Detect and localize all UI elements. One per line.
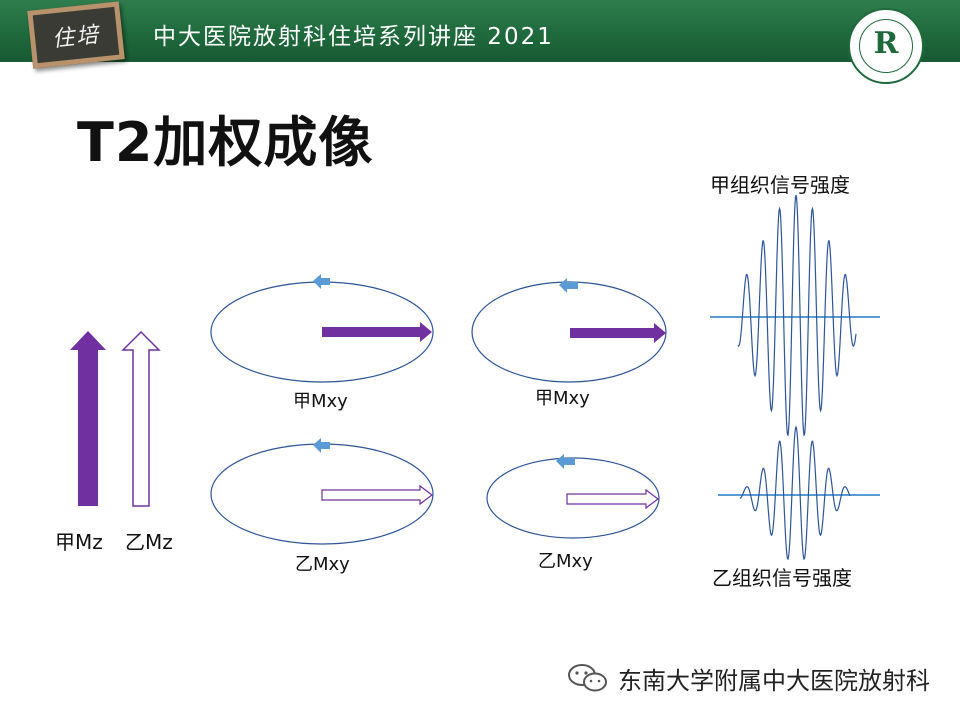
logo-letter: R <box>873 26 899 61</box>
footer-watermark: 东南大学附属中大医院放射科 <box>566 662 930 695</box>
mz-b-arrow <box>121 330 161 507</box>
signal-a-wave <box>737 194 857 437</box>
footer-text: 东南大学附属中大医院放射科 <box>618 666 930 695</box>
mxy-b-left-label: 乙Mxy <box>295 554 350 575</box>
mxy-b-right-arrow <box>566 488 659 510</box>
logo-ring: R <box>859 19 913 73</box>
mxy-a-left-label: 甲Mxy <box>293 391 348 412</box>
hospital-logo: R <box>848 8 924 84</box>
header-banner: 住培 中大医院放射科住培系列讲座 2021 <box>0 0 960 69</box>
precession-arrow-a-right <box>559 278 578 293</box>
series-title: 中大医院放射科住培系列讲座 2021 <box>153 24 554 50</box>
precession-arrow-a-left <box>313 274 330 289</box>
precession-arrow-b-left <box>313 438 330 453</box>
signal-a-label: 甲组织信号强度 <box>710 173 850 197</box>
mxy-a-left-arrow <box>322 322 432 342</box>
mxy-a-right-arrow <box>570 323 666 343</box>
signal-b-wave <box>739 425 851 561</box>
wechat-icon <box>568 664 607 692</box>
precession-arrow-b-right <box>556 454 575 469</box>
signal-b-label: 乙组织信号强度 <box>712 566 852 590</box>
mz-a-label: 甲Mz <box>55 530 103 554</box>
mxy-a-right-label: 甲Mxy <box>535 388 590 409</box>
mz-a-arrow <box>70 331 106 506</box>
page-title: T2加权成像 <box>77 111 374 174</box>
mz-b-label: 乙Mz <box>125 530 173 554</box>
mxy-b-right-label: 乙Mxy <box>538 551 593 572</box>
mxy-b-left-arrow <box>321 484 433 506</box>
